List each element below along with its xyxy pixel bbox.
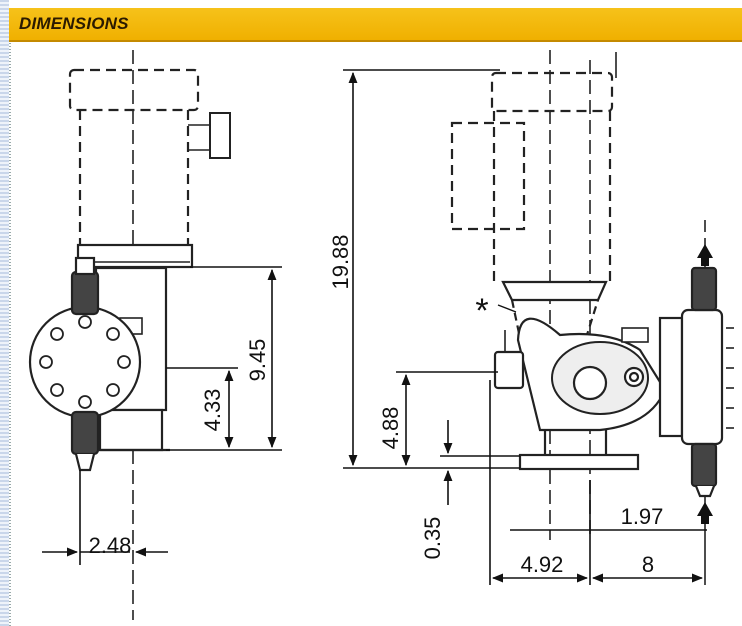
dim-4-92: 4.92 — [521, 552, 564, 577]
discharge-flow-arrow-icon — [697, 244, 713, 266]
front-shaft — [572, 365, 608, 401]
side-motor-body-outline — [78, 110, 190, 245]
front-pump-head — [680, 308, 724, 446]
front-motor-body-outline — [492, 111, 612, 282]
front-base — [518, 453, 640, 471]
side-motor-cap-outline — [68, 68, 200, 112]
dim-8: 8 — [642, 552, 654, 577]
suction-flow-arrow-icon — [697, 502, 713, 524]
dim-2-48: 2.48 — [89, 533, 132, 558]
dim-4-88: 4.88 — [378, 407, 403, 450]
front-discharge-valve — [690, 266, 718, 312]
dim-9-45: 9.45 — [245, 339, 270, 382]
side-top-valve — [70, 270, 100, 316]
front-view — [450, 50, 734, 585]
section-title: DIMENSIONS — [19, 14, 129, 33]
left-dotted-border — [9, 40, 11, 626]
side-bottom-valve — [70, 410, 100, 456]
asterisk-note-mark: * — [475, 292, 488, 330]
front-flange — [501, 280, 608, 302]
dim-19-88: 19.88 — [328, 234, 353, 289]
section-header: DIMENSIONS — [9, 8, 742, 42]
front-motor-cap-outline — [490, 71, 614, 113]
left-margin-strip — [0, 0, 9, 626]
side-view — [28, 50, 231, 620]
side-junction-box — [209, 112, 231, 159]
front-stroke-knob — [493, 350, 525, 390]
dim-4-33: 4.33 — [200, 389, 225, 432]
front-suction-valve — [690, 442, 718, 488]
side-base — [98, 408, 164, 452]
front-junction-box-outline — [450, 121, 526, 231]
side-pump-head — [28, 305, 142, 419]
side-dimension-lines — [42, 266, 282, 565]
dim-0-35: 0.35 — [420, 517, 445, 560]
front-dimension-lines — [343, 69, 707, 585]
dim-1-97: 1.97 — [621, 504, 664, 529]
